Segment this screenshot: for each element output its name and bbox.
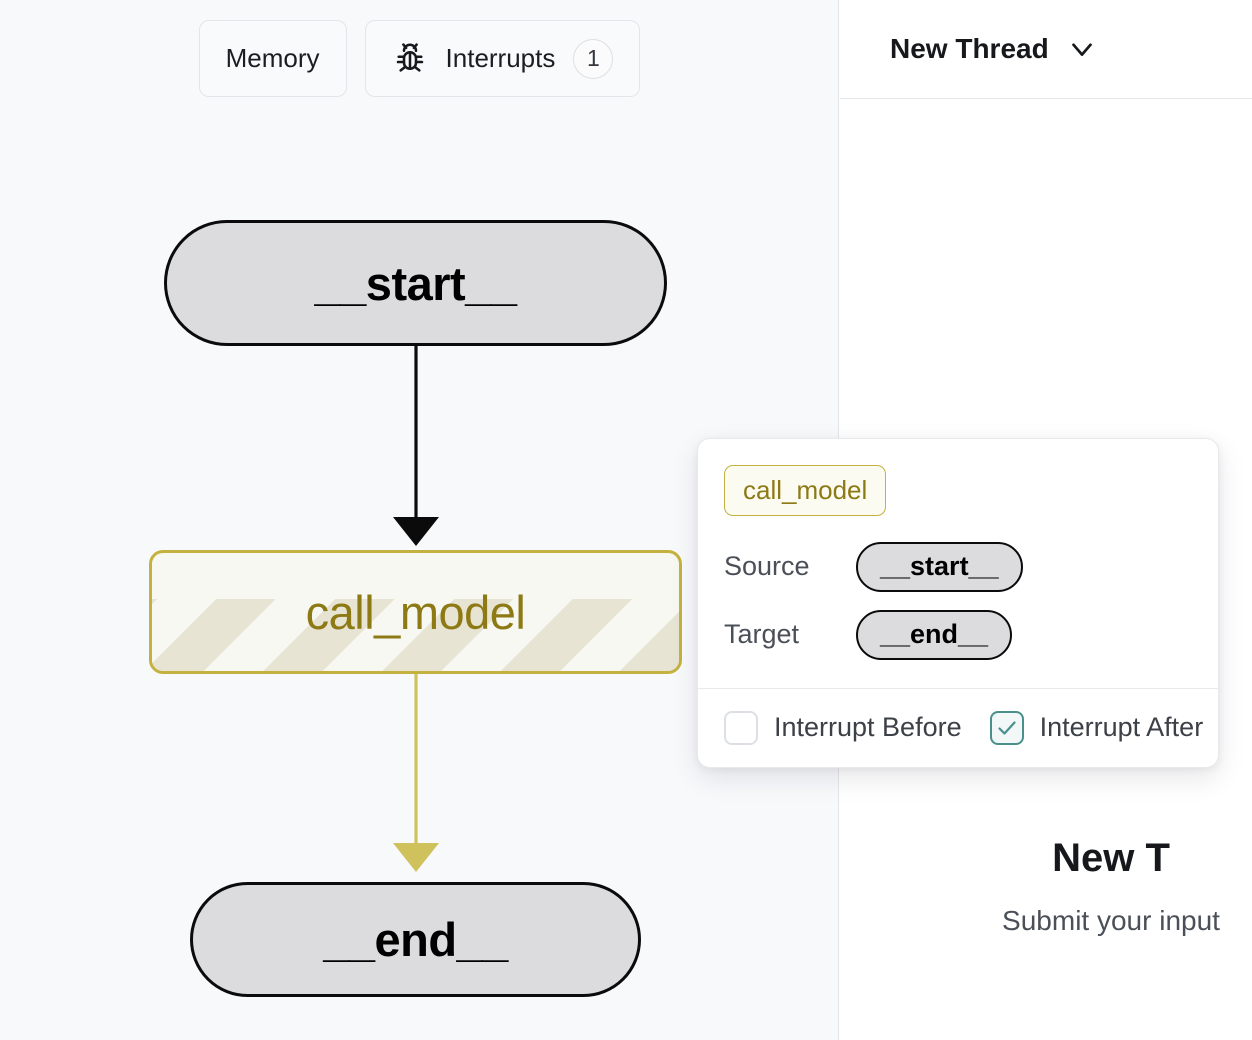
interrupt-after-checkbox[interactable] bbox=[989, 710, 1024, 745]
memory-button[interactable]: Memory bbox=[198, 20, 347, 97]
graph-node-end-label: __end__ bbox=[323, 913, 508, 966]
edge-start-to-call-model bbox=[393, 346, 439, 546]
popover-target-label: Target bbox=[724, 619, 800, 650]
popover-target-value[interactable]: __end__ bbox=[856, 609, 1013, 660]
node-interrupt-popover: call_model Source __start__ Target __end… bbox=[697, 438, 1219, 768]
edge-call-model-to-end bbox=[393, 674, 439, 872]
graph-toolbar: Memory Interrupts 1 bbox=[0, 20, 838, 97]
check-icon bbox=[998, 720, 1016, 735]
memory-button-label: Memory bbox=[225, 43, 320, 73]
interrupt-before-label: Interrupt Before bbox=[774, 712, 962, 742]
interrupts-button[interactable]: Interrupts 1 bbox=[364, 20, 641, 97]
thread-empty-title: New T bbox=[1052, 836, 1170, 880]
popover-node-badge[interactable]: call_model bbox=[724, 465, 887, 516]
thread-title: New Thread bbox=[890, 33, 1049, 64]
popover-body: call_model Source __start__ Target __end… bbox=[698, 439, 1218, 688]
thread-empty-state: New T Submit your input bbox=[840, 836, 1252, 937]
interrupts-button-label: Interrupts bbox=[445, 43, 556, 73]
popover-target-row: Target __end__ bbox=[724, 609, 1192, 660]
popover-source-label: Source bbox=[724, 551, 810, 582]
thread-panel-header: New Thread bbox=[840, 0, 1252, 99]
thread-selector[interactable]: New Thread bbox=[890, 32, 1099, 66]
thread-empty-subtitle: Submit your input bbox=[1002, 905, 1220, 936]
graph-node-end[interactable]: __end__ bbox=[190, 882, 641, 997]
graph-node-call-model-label: call_model bbox=[305, 585, 526, 639]
chevron-down-icon bbox=[1065, 32, 1099, 66]
bug-icon bbox=[392, 41, 428, 77]
popover-footer: Interrupt Before Interrupt After bbox=[698, 687, 1218, 767]
interrupt-before-checkbox[interactable] bbox=[724, 710, 758, 745]
graph-edges bbox=[393, 346, 439, 872]
interrupts-count-badge: 1 bbox=[573, 38, 614, 79]
graph-node-start[interactable]: __start__ bbox=[164, 220, 667, 346]
graph-node-start-label: __start__ bbox=[314, 256, 517, 310]
popover-source-value[interactable]: __start__ bbox=[856, 542, 1023, 592]
interrupt-after-label: Interrupt After bbox=[1039, 712, 1204, 742]
popover-source-row: Source __start__ bbox=[724, 542, 1192, 592]
graph-node-call-model[interactable]: call_model bbox=[149, 550, 682, 674]
